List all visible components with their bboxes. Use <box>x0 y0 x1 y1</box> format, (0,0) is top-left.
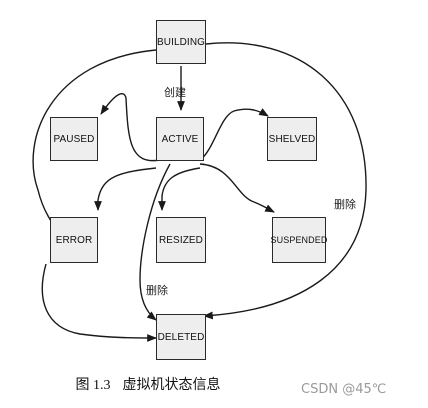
watermark: CSDN @45℃ <box>301 382 387 397</box>
state-resized: RESIZED <box>156 217 206 263</box>
edge-active-to-resized <box>158 167 201 211</box>
edge-active-to-error <box>94 167 157 211</box>
state-paused: PAUSED <box>50 117 98 161</box>
edge-label-create: 创建 <box>164 86 186 99</box>
edge-error-to-deleted <box>41 263 157 342</box>
edge-building-to-deleted-right <box>203 42 367 320</box>
state-error: ERROR <box>50 217 98 263</box>
figure-number: 图 1.3 <box>75 378 111 393</box>
state-deleted: DELETED <box>156 314 206 360</box>
edge-active-to-shelved <box>199 108 269 161</box>
state-building: BUILDING <box>156 20 206 64</box>
state-shelved: SHELVED <box>267 117 317 161</box>
edge-active-to-paused <box>100 93 161 162</box>
edge-active-to-suspended <box>199 163 275 213</box>
edge-active-to-deleted <box>139 163 171 321</box>
state-active: ACTIVE <box>156 117 204 161</box>
figure-title: 虚拟机状态信息 <box>122 377 221 393</box>
edge-label-delete-left: 删除 <box>146 284 168 297</box>
edge-label-delete-right: 删除 <box>334 198 356 211</box>
state-suspended: SUSPENDED <box>271 217 327 263</box>
figure-caption: 图 1.3 虚拟机状态信息 <box>0 374 428 394</box>
